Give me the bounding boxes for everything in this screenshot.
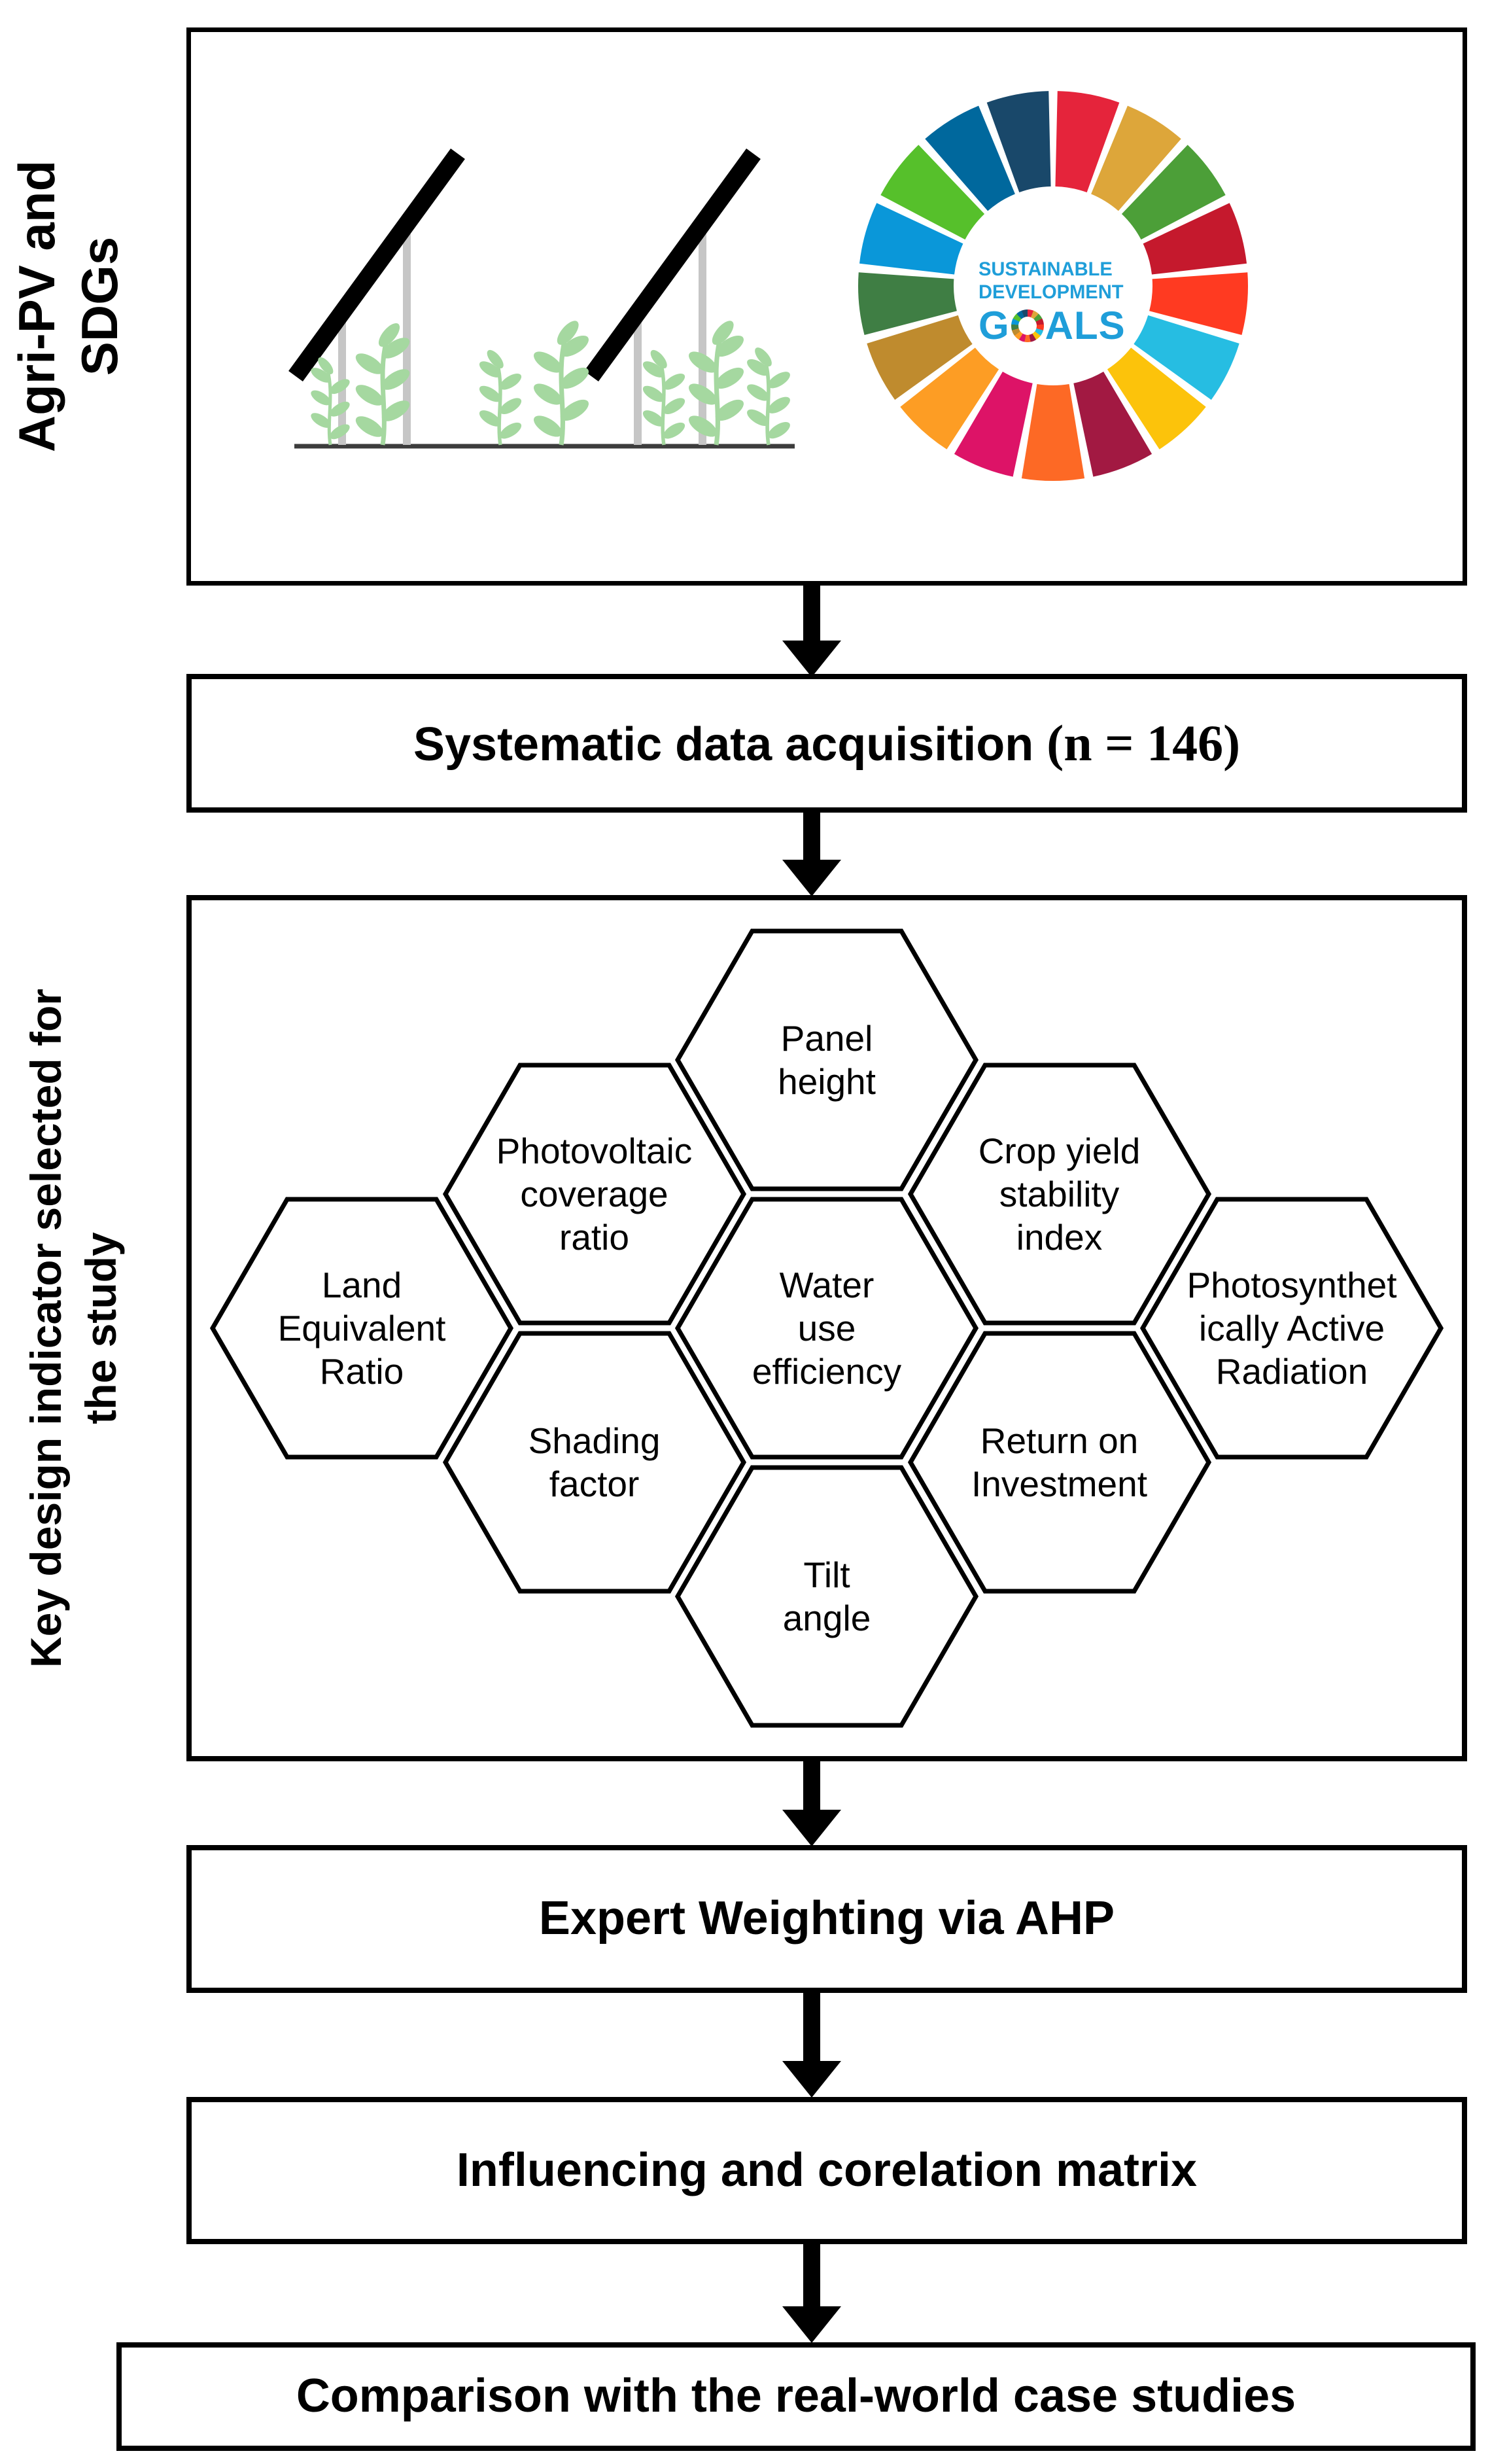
goals-g: G <box>979 304 1010 347</box>
influencing-matrix-label: Influencing and corelation matrix <box>456 2143 1198 2196</box>
expert-weighting-box: Expert Weighting via AHP <box>186 1845 1467 1993</box>
agri-pv-sdgs-box <box>186 27 1467 586</box>
sdg-title-line2: DEVELOPMENT <box>979 281 1124 303</box>
sdg-wheel-title: SUSTAINABLE DEVELOPMENT G ALS <box>979 258 1149 347</box>
goals-als: ALS <box>1045 304 1126 347</box>
n-variable: n <box>1064 714 1092 772</box>
systematic-data-acquisition-label: Systematic data acquisition (n = 146) <box>413 715 1240 771</box>
systematic-data-acquisition-box: Systematic data acquisition (n = 146) <box>186 674 1467 813</box>
key-label-line2: the study <box>77 1232 125 1424</box>
sdg-title-line1: SUSTAINABLE <box>979 258 1113 280</box>
arrow-4 <box>782 1992 841 2098</box>
influencing-matrix-box: Influencing and corelation matrix <box>186 2097 1467 2244</box>
paren-open: ( <box>1047 714 1064 772</box>
comparison-box: Comparison with the real-world case stud… <box>116 2342 1476 2451</box>
expert-weighting-label: Expert Weighting via AHP <box>538 1892 1115 1945</box>
systematic-text: Systematic data acquisition <box>413 718 1047 771</box>
agri-pv-sdgs-side-label: Agri-PV and SDGs <box>5 160 131 452</box>
n-value: = 146) <box>1092 714 1241 772</box>
arrow-3 <box>782 1760 841 1846</box>
sdg-goals-o-ring-icon <box>1011 309 1044 342</box>
key-indicators-box <box>186 895 1467 1761</box>
agri-label-line1: Agri-PV and <box>8 160 65 453</box>
key-indicator-side-label: Key design indicator selected for the st… <box>18 989 128 1668</box>
comparison-label: Comparison with the real-world case stud… <box>296 2370 1296 2423</box>
arrow-1 <box>782 586 841 677</box>
arrow-2 <box>782 811 841 896</box>
sdg-title-goals: G ALS <box>979 305 1149 347</box>
arrow-5 <box>782 2244 841 2343</box>
key-label-line1: Key design indicator selected for <box>22 989 70 1668</box>
agri-label-line2: SDGs <box>71 236 128 376</box>
